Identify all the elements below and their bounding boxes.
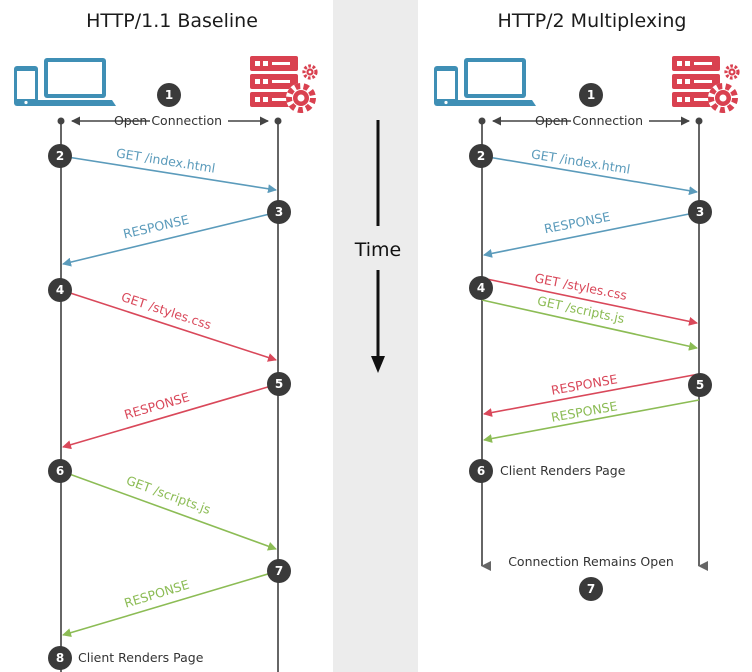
svg-text:RESPONSE: RESPONSE [122,389,191,422]
svg-text:GET /index.html: GET /index.html [115,145,216,175]
svg-text:RESPONSE: RESPONSE [550,371,619,397]
step-badge-2: 2 [48,144,72,168]
time-arrow-head [371,356,385,373]
svg-text:RESPONSE: RESPONSE [122,212,191,242]
client-device-icon [434,58,536,106]
server-icon [250,56,318,113]
step-badge-3: 3 [267,200,291,224]
client-renders-note: Client Renders Page [500,463,626,478]
right-title: HTTP/2 Multiplexing [498,10,687,32]
svg-text:7: 7 [587,582,595,596]
step-badge-7: 7 [579,577,603,601]
open-connection-label: Open Connection [114,113,222,128]
left-title: HTTP/1.1 Baseline [86,10,258,32]
step-badge-3: 3 [688,200,712,224]
client-renders-note: Client Renders Page [78,650,204,665]
svg-text:1: 1 [165,88,173,102]
center-band [333,0,418,672]
step-badge-1: 1 [157,83,181,107]
svg-text:3: 3 [696,205,704,219]
svg-text:7: 7 [275,564,283,578]
svg-text:5: 5 [275,377,283,391]
svg-text:6: 6 [56,464,64,478]
client-device-icon [14,58,116,106]
right-message-5: RESPONSE [483,398,700,443]
svg-text:5: 5 [696,378,704,392]
step-badge-4: 4 [48,278,72,302]
svg-text:RESPONSE: RESPONSE [122,577,191,611]
svg-text:4: 4 [56,283,64,297]
svg-text:4: 4 [477,281,485,295]
step-badge-1: 1 [579,83,603,107]
left-message-0: GET /index.html [60,145,277,194]
svg-text:2: 2 [56,149,64,163]
step-badge-2: 2 [469,144,493,168]
step-badge-6: 6 [48,459,72,483]
svg-text:GET /styles.css: GET /styles.css [119,289,213,332]
open-connection-label: Open Connection [535,113,643,128]
svg-text:2: 2 [477,149,485,163]
left-message-2: GET /styles.css [60,289,277,362]
left-message-3: RESPONSE [62,383,279,450]
step-badge-5: 5 [267,372,291,396]
right-message-0: GET /index.html [481,146,698,196]
right-message-1: RESPONSE [483,209,700,258]
left-message-4: GET /scripts.js [60,470,277,551]
left-message-5: RESPONSE [62,570,279,638]
connection-remains-open-note: Connection Remains Open [508,554,674,569]
svg-text:6: 6 [477,464,485,478]
time-label: Time [354,239,402,261]
step-badge-5: 5 [688,373,712,397]
server-icon [672,56,740,113]
svg-text:1: 1 [587,88,595,102]
step-badge-6: 6 [469,459,493,483]
step-badge-4: 4 [469,276,493,300]
svg-text:8: 8 [56,651,64,665]
step-badge-8: 8 [48,646,72,670]
svg-text:3: 3 [275,205,283,219]
left-message-1: RESPONSE [62,211,279,267]
step-badge-7: 7 [267,559,291,583]
